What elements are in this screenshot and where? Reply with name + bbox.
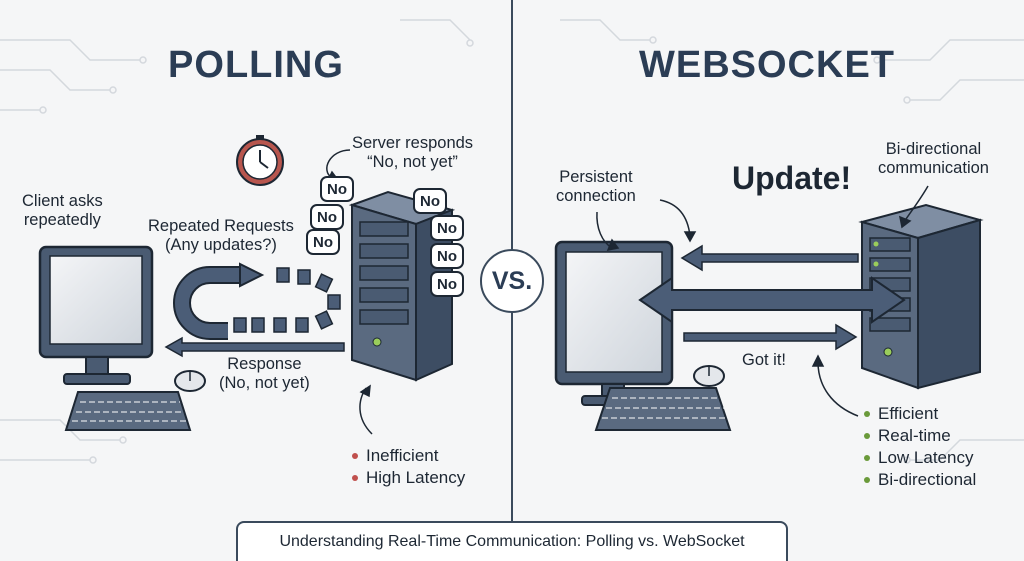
clock-icon — [236, 135, 284, 186]
no-bubble: No — [320, 176, 354, 202]
response-arrow — [164, 336, 345, 358]
polling-cons-list: Inefficient High Latency — [352, 445, 465, 489]
no-bubble: No — [413, 188, 447, 214]
response-label: Response (No, not yet) — [219, 355, 310, 392]
websocket-pros-list: Efficient Real-time Low Latency Bi-direc… — [864, 403, 976, 491]
no-bubble: No — [306, 229, 340, 255]
client-ack-arrow — [683, 323, 858, 351]
persistent-connection-label: Persistent connection — [556, 168, 636, 205]
list-item: Bi-directional — [864, 469, 976, 491]
annotation-arrows-ws — [596, 185, 929, 417]
con-label: High Latency — [366, 468, 466, 487]
client-asks-label: Client asks repeatedly — [22, 192, 103, 229]
list-item: Real-time — [864, 425, 976, 447]
list-item: Low Latency — [864, 447, 976, 469]
diagram-caption: Understanding Real-Time Communication: P… — [236, 521, 788, 561]
polling-title: POLLING — [168, 44, 344, 86]
bullet-dot — [864, 455, 870, 461]
bullet-dot — [352, 475, 358, 481]
list-item: High Latency — [352, 467, 465, 489]
list-item: Efficient — [864, 403, 976, 425]
server-responds-label: Server responds “No, not yet” — [352, 134, 474, 171]
got-it-label: Got it! — [742, 351, 787, 369]
websocket-title: WEBSOCKET — [639, 44, 895, 86]
bullet-dot — [864, 477, 870, 483]
server-push-arrow — [680, 244, 859, 272]
no-bubble: No — [430, 215, 464, 241]
bullet-dot — [864, 433, 870, 439]
bullet-dot — [864, 411, 870, 417]
bidirectional-label: Bi-directional communication — [878, 140, 989, 177]
server-icon-ws — [858, 203, 984, 390]
pro-label: Bi-directional — [878, 470, 977, 489]
no-bubble: No — [430, 271, 464, 297]
monitor-icon-ws — [554, 240, 674, 406]
pro-label: Efficient — [878, 404, 939, 423]
pro-label: Real-time — [878, 426, 951, 445]
server-icon — [348, 190, 456, 382]
keyboard-icon — [64, 391, 192, 431]
update-label: Update! — [732, 160, 852, 196]
vs-badge: VS. — [480, 249, 544, 313]
monitor-icon — [38, 245, 154, 385]
pro-label: Low Latency — [878, 448, 974, 467]
circuit-decoration — [0, 19, 1024, 464]
mouse-icon — [174, 370, 206, 392]
mouse-icon-ws — [693, 365, 725, 387]
bidirectional-arrow — [638, 276, 906, 324]
repeated-requests-label: Repeated Requests (Any updates?) — [148, 217, 294, 254]
repeated-requests-arrow — [173, 262, 341, 340]
bullet-dot — [352, 453, 358, 459]
list-item: Inefficient — [352, 445, 465, 467]
keyboard-icon-ws — [594, 387, 732, 431]
no-bubble: No — [310, 204, 344, 230]
no-bubble: No — [430, 243, 464, 269]
con-label: Inefficient — [366, 446, 439, 465]
